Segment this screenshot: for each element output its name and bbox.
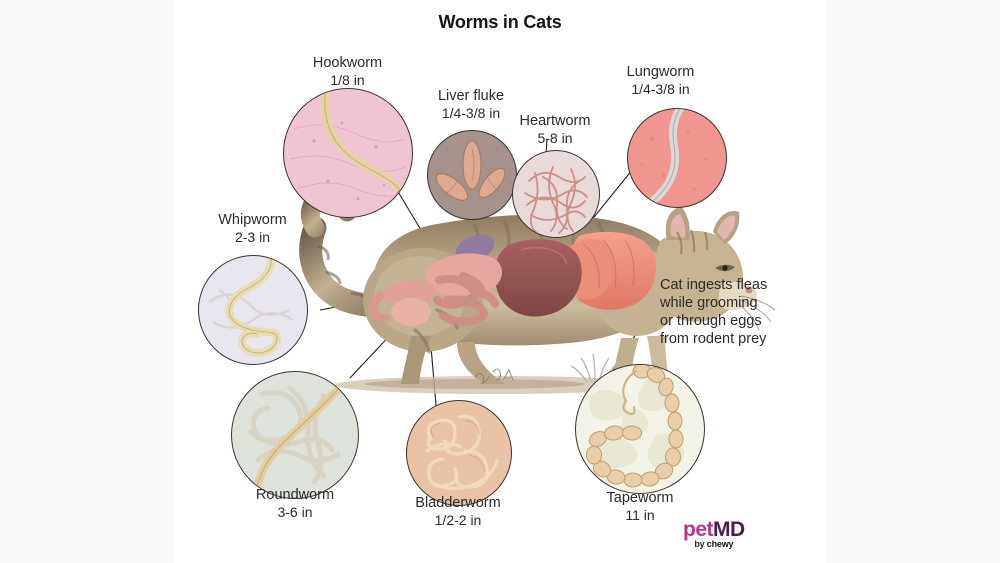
artist-signature xyxy=(474,368,514,385)
tapeworm-circle xyxy=(575,364,705,494)
lungworm-circle xyxy=(627,108,727,208)
whipworm-size: 2-3 in xyxy=(234,229,271,246)
lungworm-name: Lungworm xyxy=(626,64,695,80)
liverfluke-name: Liver fluke xyxy=(437,88,505,104)
hookworm-size: 1/8 in xyxy=(330,72,365,89)
lungworm-size: 1/4-3/8 in xyxy=(631,81,690,98)
whipworm-circle xyxy=(198,255,308,365)
bladderworm-circle xyxy=(406,400,512,506)
infographic-panel: Worms in Cats xyxy=(175,0,825,563)
heartworm-name: Heartworm xyxy=(519,113,591,129)
intestines xyxy=(433,272,499,326)
tapeworm-name: Tapeworm xyxy=(606,490,674,506)
roundworm-circle xyxy=(231,371,359,499)
logo-brand-word: chewy xyxy=(706,539,734,549)
tapeworm-label: Tapeworm 11 in xyxy=(560,490,720,524)
logo-md-text: MD xyxy=(713,518,745,541)
hookworm-name: Hookworm xyxy=(312,55,383,71)
roundworm-label: Roundworm 3-6 in xyxy=(215,487,375,521)
bladderworm-size: 1/2-2 in xyxy=(434,512,482,529)
bladderworm-name: Bladderworm xyxy=(415,495,501,511)
roundworm-size: 3-6 in xyxy=(277,504,313,521)
note-line-3: or through eggs xyxy=(660,313,762,330)
page-title: Worms in Cats xyxy=(438,12,562,32)
logo-byline: by chewy xyxy=(683,539,745,549)
bladderworm-label: Bladderworm 1/2-2 in xyxy=(378,495,538,529)
whipworm-label: Whipworm 2-3 in xyxy=(175,212,330,246)
lungworm-label: Lungworm 1/4-3/8 in xyxy=(573,64,748,98)
note-line-1: Cat ingests fleas xyxy=(660,277,768,293)
heartworm-circle xyxy=(512,150,600,238)
whipworm-name: Whipworm xyxy=(218,212,287,228)
heartworm-label: Heartworm 5-8 in xyxy=(475,113,635,147)
heartworm-size: 5-8 in xyxy=(537,130,573,147)
illustration-layer xyxy=(299,139,776,453)
liverfluke-size: 1/4-3/8 in xyxy=(441,105,501,122)
logo-by-word: by xyxy=(694,539,705,549)
logo-pet-text: pet xyxy=(683,518,714,541)
note-line-4: from rodent prey xyxy=(660,331,767,348)
hookworm-circle xyxy=(283,88,413,218)
hookworm-label: Hookworm 1/8 in xyxy=(260,55,435,89)
liverfluke-label: Liver fluke 1/4-3/8 in xyxy=(391,88,551,122)
liverfluke-circle xyxy=(427,130,517,220)
roundworm-name: Roundworm xyxy=(255,487,335,503)
petmd-logo: petMD by chewy xyxy=(683,518,745,549)
note-line-2: while grooming xyxy=(660,295,758,312)
tapeworm-size: 11 in xyxy=(625,507,655,524)
flea-ingestion-note: Cat ingests fleas while grooming or thro… xyxy=(660,276,767,349)
